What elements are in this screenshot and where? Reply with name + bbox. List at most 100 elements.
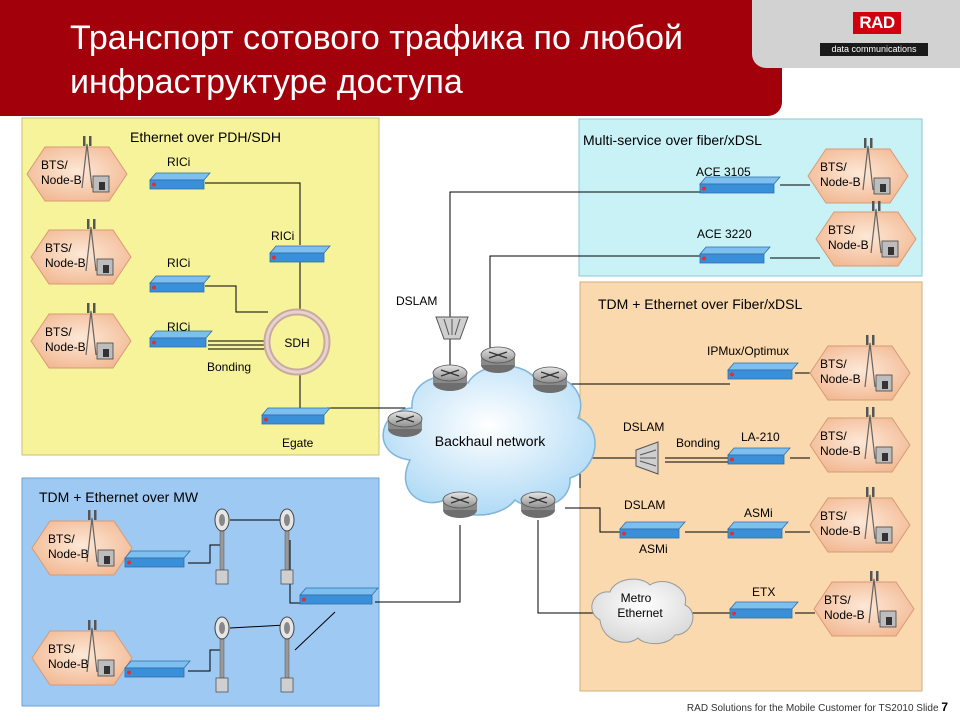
rici-device-3 bbox=[149, 330, 213, 348]
logo-tagline: data communications bbox=[820, 43, 928, 56]
asmi-label-2: ASMi bbox=[639, 542, 668, 556]
bts-mw-1 bbox=[31, 510, 133, 576]
rad-logo: RAD bbox=[853, 12, 901, 34]
egate-device bbox=[261, 407, 331, 425]
bts-mw-1-label-2: Node-B bbox=[48, 547, 89, 561]
bts-ace3105-label-2: Node-B bbox=[820, 175, 861, 189]
bts-pdh-2-label-1: BTS/ bbox=[45, 241, 72, 255]
ipmux-label: IPMux/Optimux bbox=[707, 344, 789, 358]
bts-ace3105 bbox=[807, 138, 909, 204]
bts-la210-label-1: BTS/ bbox=[820, 429, 847, 443]
pdh-region-title: Ethernet over PDH/SDH bbox=[130, 129, 281, 145]
bts-ipmux bbox=[809, 335, 911, 401]
line-mw-bottom-to-hub bbox=[294, 611, 336, 651]
rici-device-1 bbox=[149, 172, 211, 190]
bts-etx-label-1: BTS/ bbox=[824, 593, 851, 607]
asmi-device bbox=[727, 521, 789, 539]
line-mw-top-radio bbox=[188, 544, 222, 564]
dslam-top-icon bbox=[435, 316, 469, 340]
router-icon-5 bbox=[442, 491, 478, 518]
rici-device-4 bbox=[269, 245, 331, 263]
line-mw-bottom-radio bbox=[188, 649, 222, 672]
ace3220-device bbox=[699, 246, 771, 264]
bts-pdh-2-label-2: Node-B bbox=[45, 256, 86, 270]
rici-device-2 bbox=[149, 275, 211, 293]
bts-asmi-label-1: BTS/ bbox=[820, 509, 847, 523]
ace3105-label: ACE 3105 bbox=[696, 165, 751, 179]
bonding-label-pdh: Bonding bbox=[207, 360, 251, 374]
dslam-la210-icon bbox=[635, 441, 659, 475]
router-icon-3 bbox=[532, 366, 568, 393]
ace3220-label: ACE 3220 bbox=[697, 227, 752, 241]
mw-region-title: TDM + Ethernet over MW bbox=[39, 489, 199, 505]
la210-device bbox=[727, 447, 791, 465]
bts-ace3105-label-1: BTS/ bbox=[820, 160, 847, 174]
mw-radio-4 bbox=[279, 616, 295, 693]
dslam-label-la210: DSLAM bbox=[623, 420, 664, 434]
bonding-label-la210: Bonding bbox=[676, 436, 720, 450]
ipmux-device bbox=[727, 362, 799, 380]
logo-area bbox=[752, 0, 960, 68]
line-router-to-asmi-dslam bbox=[565, 507, 620, 533]
slide-footer: RAD Solutions for the Mobile Customer fo… bbox=[687, 700, 948, 714]
router-icon-6 bbox=[520, 491, 556, 518]
mw-radio-1 bbox=[214, 508, 230, 585]
bts-mw-2 bbox=[31, 620, 133, 686]
dslam-label-top: DSLAM bbox=[396, 294, 437, 308]
bts-asmi-label-2: Node-B bbox=[820, 524, 861, 538]
mw-hub-device bbox=[299, 587, 379, 605]
line-router-to-ace3220 bbox=[489, 255, 705, 360]
slide-number: 7 bbox=[941, 700, 948, 714]
asmi-label-1: ASMi bbox=[744, 506, 773, 520]
router-icon-2 bbox=[480, 346, 516, 373]
line-router-to-mw-hub bbox=[375, 525, 461, 603]
metro-label-2: Ethernet bbox=[617, 606, 663, 620]
rici-label-4: RICi bbox=[271, 229, 294, 243]
multiservice-region-title: Multi-service over fiber/xDSL bbox=[583, 132, 762, 148]
router-icon-1 bbox=[432, 364, 468, 391]
title-banner bbox=[0, 0, 782, 116]
metro-ethernet-cloud bbox=[591, 578, 694, 645]
etx-label: ETX bbox=[752, 585, 775, 599]
bts-pdh-3-label-1: BTS/ bbox=[45, 325, 72, 339]
bts-ipmux-label-2: Node-B bbox=[820, 372, 861, 386]
asmi-dslam-device bbox=[619, 521, 686, 539]
dslam-label-asmi: DSLAM bbox=[624, 498, 665, 512]
bts-pdh-1-label-2: Node-B bbox=[41, 173, 82, 187]
bts-mw-2-label-1: BTS/ bbox=[48, 642, 75, 656]
bts-pdh-2 bbox=[30, 219, 132, 285]
bts-mw-1-label-1: BTS/ bbox=[48, 532, 75, 546]
bts-la210 bbox=[809, 407, 911, 473]
egate-label: Egate bbox=[282, 436, 314, 450]
rici-label-1: RICi bbox=[167, 155, 190, 169]
rici-label-3: RICi bbox=[167, 320, 190, 334]
line-rici2-to-sdh bbox=[205, 285, 268, 313]
tdm-fiber-region-title: TDM + Ethernet over Fiber/xDSL bbox=[598, 296, 802, 312]
line-router-to-metro bbox=[537, 520, 600, 614]
bts-ace3220-label-2: Node-B bbox=[828, 238, 869, 252]
mw-device-1 bbox=[124, 550, 191, 568]
metro-label-1: Metro bbox=[621, 591, 652, 605]
bts-pdh-1 bbox=[26, 136, 128, 202]
bts-pdh-3 bbox=[30, 303, 132, 369]
line-mw-bottom-link bbox=[229, 624, 286, 629]
ace3105-device bbox=[699, 176, 781, 194]
la210-label: LA-210 bbox=[741, 430, 780, 444]
mw-device-2 bbox=[124, 660, 191, 678]
mw-radio-2 bbox=[279, 508, 295, 585]
bts-asmi bbox=[809, 487, 911, 553]
bts-mw-2-label-2: Node-B bbox=[48, 657, 89, 671]
etx-device bbox=[729, 601, 799, 619]
sdh-label: SDH bbox=[284, 336, 309, 350]
rici-label-2: RICi bbox=[167, 256, 190, 270]
bts-la210-label-2: Node-B bbox=[820, 444, 861, 458]
slide-title: Транспорт сотового трафика по любой инфр… bbox=[70, 19, 684, 101]
backhaul-network-label: Backhaul network bbox=[435, 433, 547, 449]
bts-ace3220 bbox=[815, 201, 917, 267]
bts-pdh-3-label-2: Node-B bbox=[45, 340, 86, 354]
bts-ace3220-label-1: BTS/ bbox=[828, 223, 855, 237]
router-icon-4 bbox=[387, 410, 423, 437]
footer-text: RAD Solutions for the Mobile Customer fo… bbox=[686, 703, 939, 714]
bts-etx bbox=[813, 571, 915, 637]
